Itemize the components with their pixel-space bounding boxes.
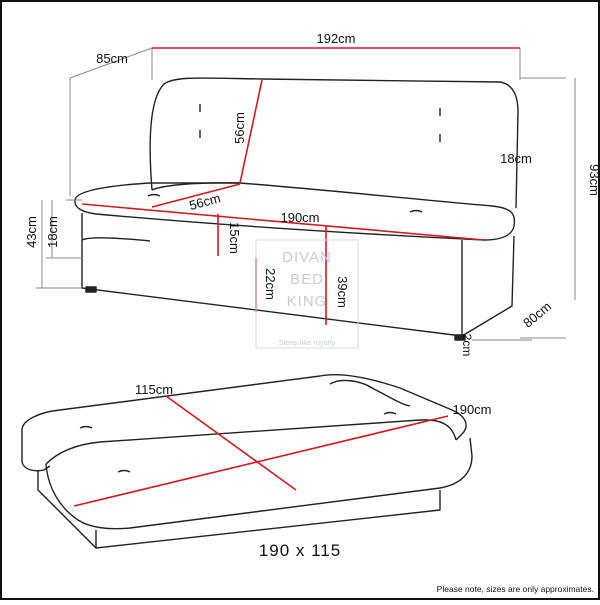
backrest-56-line <box>239 79 263 184</box>
bed-dimension-lines <box>73 395 449 507</box>
sofa-base-front <box>81 213 463 337</box>
bed-head-fold <box>329 379 411 407</box>
sofa-backrest-base <box>151 182 241 191</box>
sofa-base-lid <box>81 237 151 242</box>
label-seat-thickness: 15cm <box>227 222 242 254</box>
label-bed-width: 115cm <box>135 382 173 397</box>
label-side-depth: 80cm <box>520 299 554 331</box>
bed-dimension-labels: 115cm 190cm 190 x 115 <box>135 382 492 560</box>
seat-depth-56-line <box>151 183 241 208</box>
sofa-drawing <box>74 77 519 341</box>
label-seat-depth: 56cm <box>188 190 223 213</box>
watermark-tagline: Sleep like royalty <box>279 338 336 347</box>
watermark-line1: DIVAN <box>282 249 332 266</box>
bed-base-left <box>37 470 97 549</box>
label-height: 93cm <box>587 164 600 196</box>
bed-size-caption: 190 x 115 <box>259 541 341 560</box>
seat-tuft-1 <box>147 193 161 197</box>
bed-tuft-2 <box>383 411 397 415</box>
watermark-line3: KING <box>287 293 328 310</box>
seat-tuft-2 <box>409 209 423 213</box>
dimension-guides <box>36 47 576 341</box>
label-base-height: 18cm <box>45 216 60 248</box>
top-dimension-labels: 192cm 85cm 93cm 80cm 56cm 56cm 190cm 18c… <box>24 31 600 356</box>
dimension-lines <box>81 47 520 325</box>
label-seat-width: 190cm <box>280 210 319 225</box>
label-width: 192cm <box>316 31 355 46</box>
label-seat-height: 39cm <box>335 276 350 308</box>
label-leg-height: 2cm <box>460 334 474 357</box>
label-backrest: 56cm <box>232 112 247 144</box>
seat-width-190-line <box>81 203 485 241</box>
bed-front-cushion <box>45 437 473 530</box>
label-arm-height: 43cm <box>24 216 39 248</box>
label-bed-length: 190cm <box>452 402 491 417</box>
sofa-foot-right <box>454 334 466 341</box>
bed-base <box>95 490 441 549</box>
label-back-height: 18cm <box>500 151 532 166</box>
sofa-base-side <box>461 235 515 337</box>
label-storage-height: 22cm <box>263 268 278 300</box>
footer-note: Please note, sizes are only approximates… <box>437 584 594 594</box>
bed-tuft-1 <box>79 425 93 429</box>
bed-width-115-line <box>165 395 297 491</box>
bed-tuft-3 <box>117 469 131 473</box>
sofa-backrest <box>149 77 519 209</box>
bed-drawing <box>21 374 473 549</box>
bed-left-end <box>21 430 51 472</box>
label-depth: 85cm <box>96 51 128 66</box>
bed-seam <box>45 419 457 465</box>
bed-length-190-line <box>73 415 449 507</box>
watermark-line2: BED <box>290 271 324 288</box>
bed-back-cushion <box>21 374 467 441</box>
sofa-foot-left <box>85 286 97 293</box>
watermark: DIVAN BED KING Sleep like royalty <box>255 239 359 349</box>
